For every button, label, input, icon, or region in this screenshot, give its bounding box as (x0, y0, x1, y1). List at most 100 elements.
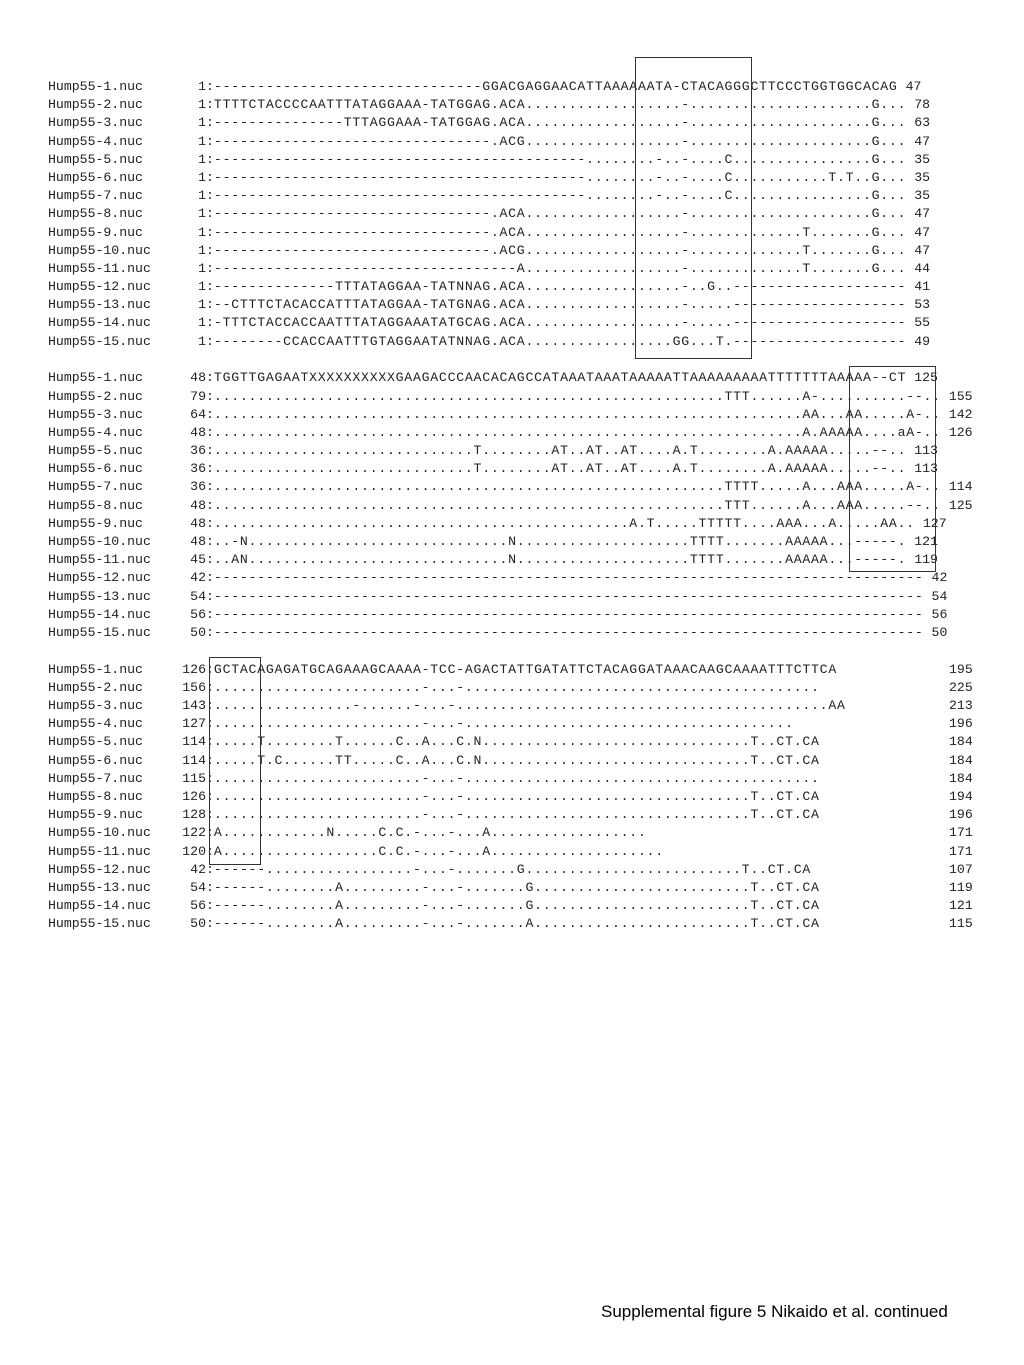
sequence-text: ---------------TTTAGGAAA-TATGGAG.ACA....… (213, 115, 907, 131)
separator: : (206, 588, 214, 604)
sequence-name: Hump55-14.nuc (48, 898, 151, 914)
sequence-start-position: 1 (198, 115, 206, 131)
separator: : (206, 333, 214, 349)
separator: : (206, 661, 214, 677)
separator: : (206, 260, 214, 276)
sequence-text: ........................................… (213, 497, 941, 513)
sequence-name: Hump55-12.nuc (48, 861, 151, 877)
sequence-start-position: 1 (198, 79, 206, 94)
sequence-text: ........................................… (213, 515, 915, 531)
sequence-start-position: 54 (190, 588, 206, 604)
sequence-end-position: 213 (949, 698, 973, 713)
separator: : (206, 497, 214, 513)
separator: : (206, 734, 214, 750)
sequence-start-position: 42 (190, 570, 206, 586)
sequence-end-position: 113 (914, 461, 938, 477)
sequence-end-position: 35 (914, 188, 931, 204)
sequence-name: Hump55-11.nuc (48, 843, 151, 859)
sequence-end-position: 195 (949, 661, 973, 677)
separator: : (206, 297, 214, 313)
sequence-text: ........................-...-...........… (213, 807, 820, 823)
sequence-end-position: 184 (949, 734, 973, 750)
separator: : (206, 770, 214, 786)
sequence-text: --------------------------------.ACG....… (213, 133, 907, 149)
sequence-name: Hump55-8.nuc (48, 206, 143, 222)
sequence-text: -TTTCTACCACCAATTTATAGGAAATATGCAG.ACA....… (213, 315, 907, 331)
sequence-text: TGGTTGAGAATXXXXXXXXXXGAAGACCCAACACAGCCAT… (213, 370, 907, 386)
sequence-name: Hump55-2.nuc (48, 97, 143, 113)
sequence-text: ----------------------------------------… (213, 570, 924, 586)
sequence-name: Hump55-8.nuc (48, 788, 143, 804)
sequence-text: ----------------------------------------… (213, 624, 924, 640)
sequence-text: ------........A.........-...-.......G...… (213, 879, 820, 895)
sequence-end-position: 184 (949, 752, 973, 768)
sequence-text: ........................................… (213, 424, 941, 440)
sequence-start-position: 64 (190, 406, 206, 422)
sequence-end-position: 47 (914, 133, 931, 149)
sequence-text: ........................................… (213, 479, 941, 495)
sequence-end-position: 171 (949, 843, 973, 859)
sequence-text: ..-N..............................N.....… (213, 534, 907, 549)
sequence-start-position: 48 (190, 424, 206, 440)
sequence-start-position: 36 (190, 443, 206, 459)
separator: : (206, 151, 214, 167)
sequence-start-position: 126 (182, 788, 206, 804)
sequence-start-position: 54 (190, 879, 206, 895)
sequence-text: A............N.....C.C.-...-...A........… (213, 825, 647, 841)
sequence-name: Hump55-15.nuc (48, 624, 151, 640)
sequence-start-position: 48 (190, 534, 206, 549)
sequence-text: ..............................T........A… (213, 461, 907, 477)
sequence-start-position: 1 (198, 297, 206, 313)
sequence-text: ----------------------------------------… (213, 606, 924, 622)
sequence-name: Hump55-2.nuc (48, 679, 143, 695)
sequence-end-position: 155 (948, 388, 973, 404)
separator: : (206, 515, 214, 531)
sequence-name: Hump55-3.nuc (48, 698, 143, 713)
sequence-end-position: 107 (949, 861, 973, 877)
separator: : (206, 206, 214, 222)
sequence-start-position: 1 (198, 279, 206, 295)
separator: : (206, 388, 214, 404)
sequence-end-position: 35 (914, 169, 931, 185)
separator: : (206, 679, 214, 695)
sequence-end-position: 114 (948, 479, 973, 495)
sequence-text: ........................-...-...........… (213, 679, 820, 695)
sequence-end-position: 42 (931, 570, 948, 586)
sequence-end-position: 47 (914, 242, 931, 258)
sequence-text: --------------TTTATAGGAA-TATNNAG.ACA....… (213, 279, 907, 295)
sequence-name: Hump55-12.nuc (48, 279, 151, 295)
sequence-start-position: 156 (182, 679, 206, 695)
sequence-text: ........................-...-...........… (213, 770, 820, 786)
sequence-text: --------------------------------.ACG....… (213, 242, 907, 258)
sequence-name: Hump55-6.nuc (48, 752, 143, 768)
separator: : (206, 370, 214, 386)
sequence-text: ----------------------------------------… (213, 151, 907, 167)
sequence-text: -------------------------------GGACGAGGA… (213, 79, 898, 94)
figure-caption: Supplemental figure 5 Nikaido et al. con… (601, 1302, 948, 1321)
separator: : (206, 916, 214, 932)
sequence-end-position: 113 (914, 443, 938, 459)
separator: : (206, 843, 214, 859)
separator: : (206, 97, 214, 113)
sequence-end-position: 50 (931, 624, 948, 640)
sequence-start-position: 127 (182, 716, 206, 732)
